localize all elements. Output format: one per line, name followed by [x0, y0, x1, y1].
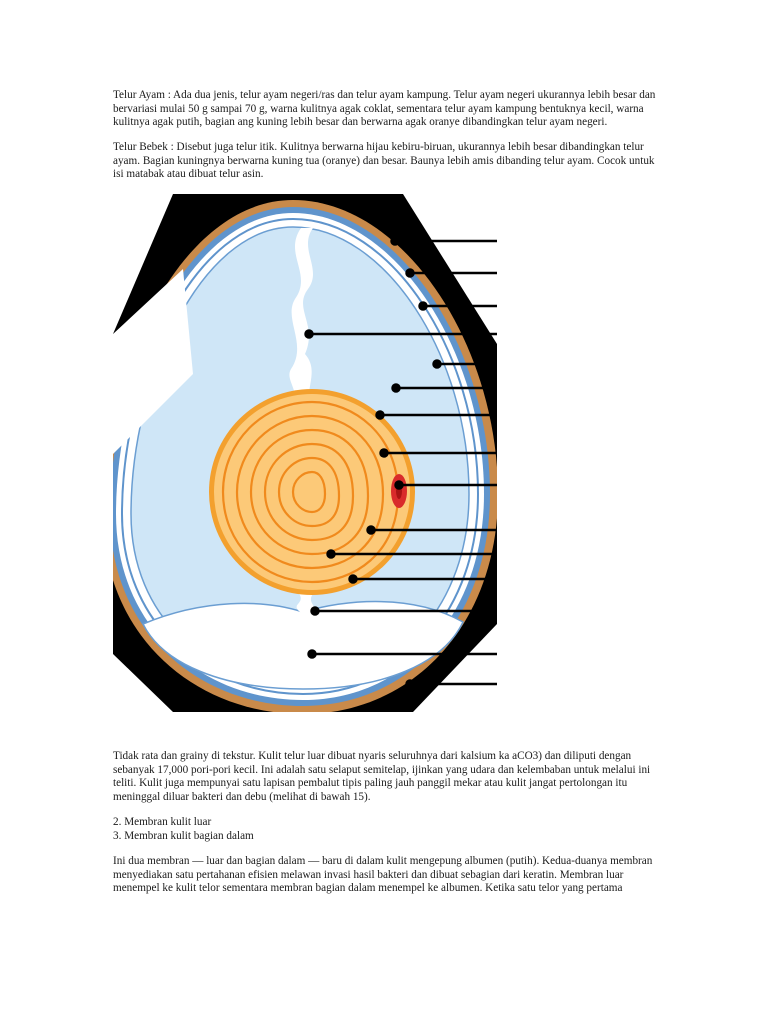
label-pointers [304, 236, 497, 689]
pointer-dot-3 [418, 301, 428, 311]
pointer-dot-2 [405, 268, 415, 278]
pointer-dot-1 [390, 236, 400, 246]
pointer-dot-7 [375, 410, 385, 420]
pointer-dot-12 [348, 574, 358, 584]
air-cell [141, 600, 464, 690]
yolk-inner [214, 394, 410, 590]
paragraph-membran: Ini dua membran — luar dan bagian dalam … [113, 855, 653, 895]
egg-anatomy-diagram [113, 194, 497, 712]
paragraph-tekstur-kulit: Tidak rata dan grainy di tekstur. Kulit … [113, 750, 651, 803]
pointer-dot-8 [379, 448, 389, 458]
list-item-membran-luar: 2. Membran kulit luar [113, 816, 212, 828]
pointer-dot-13 [310, 606, 320, 616]
list-item-membran-dalam: 3. Membran kulit bagian dalam [113, 830, 254, 842]
chalaza-top [289, 228, 313, 404]
pointer-dot-4 [304, 329, 314, 339]
paragraph-telur-bebek: Telur Bebek : Disebut juga telur itik. K… [113, 141, 655, 181]
pointer-dot-14 [307, 649, 317, 659]
egg-diagram-svg [113, 194, 497, 712]
yolk-rings [221, 400, 400, 584]
pointer-dot-11 [326, 549, 336, 559]
pointer-dot-6 [391, 383, 401, 393]
pointer-dot-15 [405, 679, 415, 689]
pointer-dot-5 [432, 359, 442, 369]
pointer-dot-9 [394, 480, 404, 490]
pointer-dot-10 [366, 525, 376, 535]
paragraph-telur-ayam: Telur Ayam : Ada dua jenis, telur ayam n… [113, 89, 656, 129]
left-highlight [113, 269, 193, 454]
